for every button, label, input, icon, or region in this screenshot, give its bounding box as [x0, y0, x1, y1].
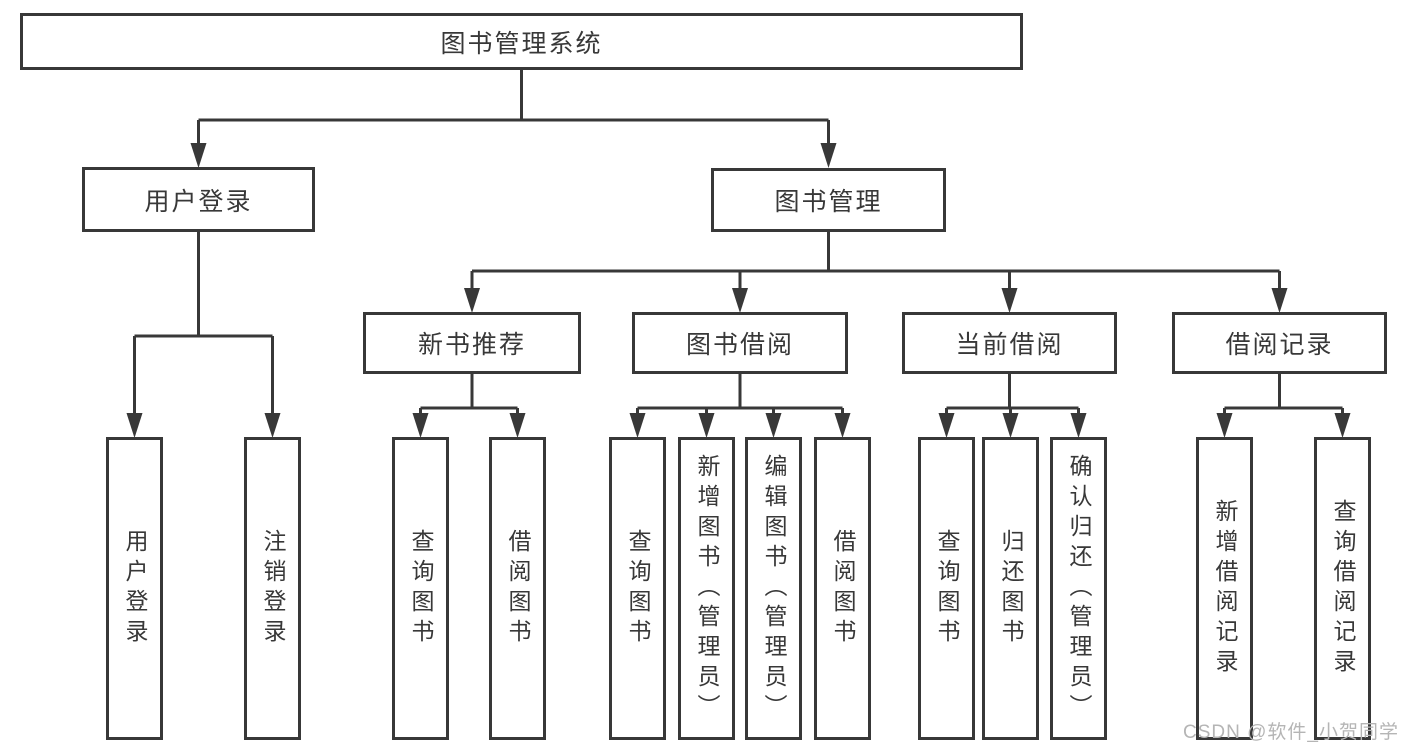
node-current-borrow-label: 当前借阅 — [955, 331, 1064, 359]
arrowhead-book-borrow — [732, 288, 748, 313]
leaf-query-books-newbook: 查询图书 — [392, 437, 449, 740]
arrowhead-book-mgmt — [820, 143, 837, 168]
node-book-mgmt: 图书管理 — [711, 168, 946, 232]
arrowhead-leaf-logout — [264, 413, 281, 438]
arrowhead-return-books — [1002, 413, 1019, 438]
node-book-mgmt-label: 图书管理 — [774, 188, 883, 216]
connector-current-children — [945, 374, 1080, 415]
node-book-borrow: 图书借阅 — [632, 312, 848, 374]
leaf-edit-books-admin-label: 编辑图书（管理员） — [761, 453, 787, 724]
connector-records-children — [1223, 374, 1344, 415]
node-book-borrow-label: 图书借阅 — [685, 331, 794, 359]
connector-login-children — [133, 232, 274, 415]
arrowhead-user-login — [190, 143, 207, 168]
arrowhead-edit-books — [765, 413, 782, 438]
arrowhead-add-books — [698, 413, 715, 438]
arrowhead-borrow-books-1 — [509, 413, 526, 438]
csdn-watermark: CSDN @软件_小贺同学 — [1183, 722, 1399, 743]
leaf-borrow-books-borrow: 借阅图书 — [814, 437, 871, 740]
arrowhead-query-record — [1334, 413, 1351, 438]
connector-root-to-level1 — [197, 70, 830, 146]
leaf-query-books-newbook-label: 查询图书 — [408, 528, 434, 649]
leaf-query-books-current-label: 查询图书 — [934, 528, 960, 649]
leaf-query-borrow-record: 查询借阅记录 — [1314, 437, 1371, 740]
leaf-query-books-borrow: 查询图书 — [609, 437, 666, 740]
node-new-book-recommend-label: 新书推荐 — [417, 331, 526, 359]
arrowhead-add-record — [1216, 413, 1233, 438]
arrowhead-query-books-2 — [629, 413, 646, 438]
leaf-user-login: 用户登录 — [106, 437, 163, 740]
arrowhead-leaf-user-login — [126, 413, 143, 438]
node-user-login-label: 用户登录 — [144, 187, 253, 216]
leaf-edit-books-admin: 编辑图书（管理员） — [745, 437, 802, 740]
arrowhead-current-borrow — [1001, 288, 1018, 313]
leaf-borrow-books-newbook-label: 借阅图书 — [505, 528, 531, 649]
leaf-confirm-return-admin: 确认归还（管理员） — [1050, 437, 1107, 740]
leaf-add-books-admin-label: 新增图书（管理员） — [694, 453, 720, 724]
node-root-system: 图书管理系统 — [20, 13, 1023, 70]
leaf-query-borrow-record-label: 查询借阅记录 — [1330, 498, 1356, 679]
leaf-logout-label: 注销登录 — [260, 528, 286, 649]
arrowhead-confirm-return — [1070, 413, 1087, 438]
node-user-login: 用户登录 — [82, 167, 315, 232]
arrowhead-new-book — [464, 288, 480, 313]
arrowhead-borrow-books-2 — [834, 413, 851, 438]
leaf-add-borrow-record: 新增借阅记录 — [1196, 437, 1253, 740]
node-current-borrow: 当前借阅 — [902, 312, 1117, 374]
node-borrow-records: 借阅记录 — [1172, 312, 1387, 374]
node-borrow-records-label: 借阅记录 — [1225, 331, 1334, 359]
leaf-return-books-label: 归还图书 — [998, 528, 1024, 649]
leaf-add-books-admin: 新增图书（管理员） — [678, 437, 735, 740]
arrowhead-query-books-3 — [938, 413, 955, 438]
leaf-borrow-books-newbook: 借阅图书 — [489, 437, 546, 740]
leaf-query-books-borrow-label: 查询图书 — [625, 528, 651, 649]
node-new-book-recommend: 新书推荐 — [363, 312, 581, 374]
connector-borrow-children — [636, 374, 844, 415]
leaf-borrow-books-borrow-label: 借阅图书 — [830, 528, 856, 649]
leaf-return-books: 归还图书 — [982, 437, 1039, 740]
leaf-confirm-return-admin-label: 确认归还（管理员） — [1066, 453, 1092, 724]
connector-mgmt-to-level2 — [470, 232, 1281, 290]
leaf-add-borrow-record-label: 新增借阅记录 — [1212, 498, 1238, 679]
arrowhead-query-books-1 — [412, 413, 429, 438]
leaf-query-books-current: 查询图书 — [918, 437, 975, 740]
node-root-label: 图书管理系统 — [440, 29, 603, 58]
leaf-logout: 注销登录 — [244, 437, 301, 740]
connector-newbook-children — [419, 374, 519, 415]
arrowhead-borrow-records — [1271, 288, 1288, 313]
leaf-user-login-label: 用户登录 — [122, 528, 148, 649]
